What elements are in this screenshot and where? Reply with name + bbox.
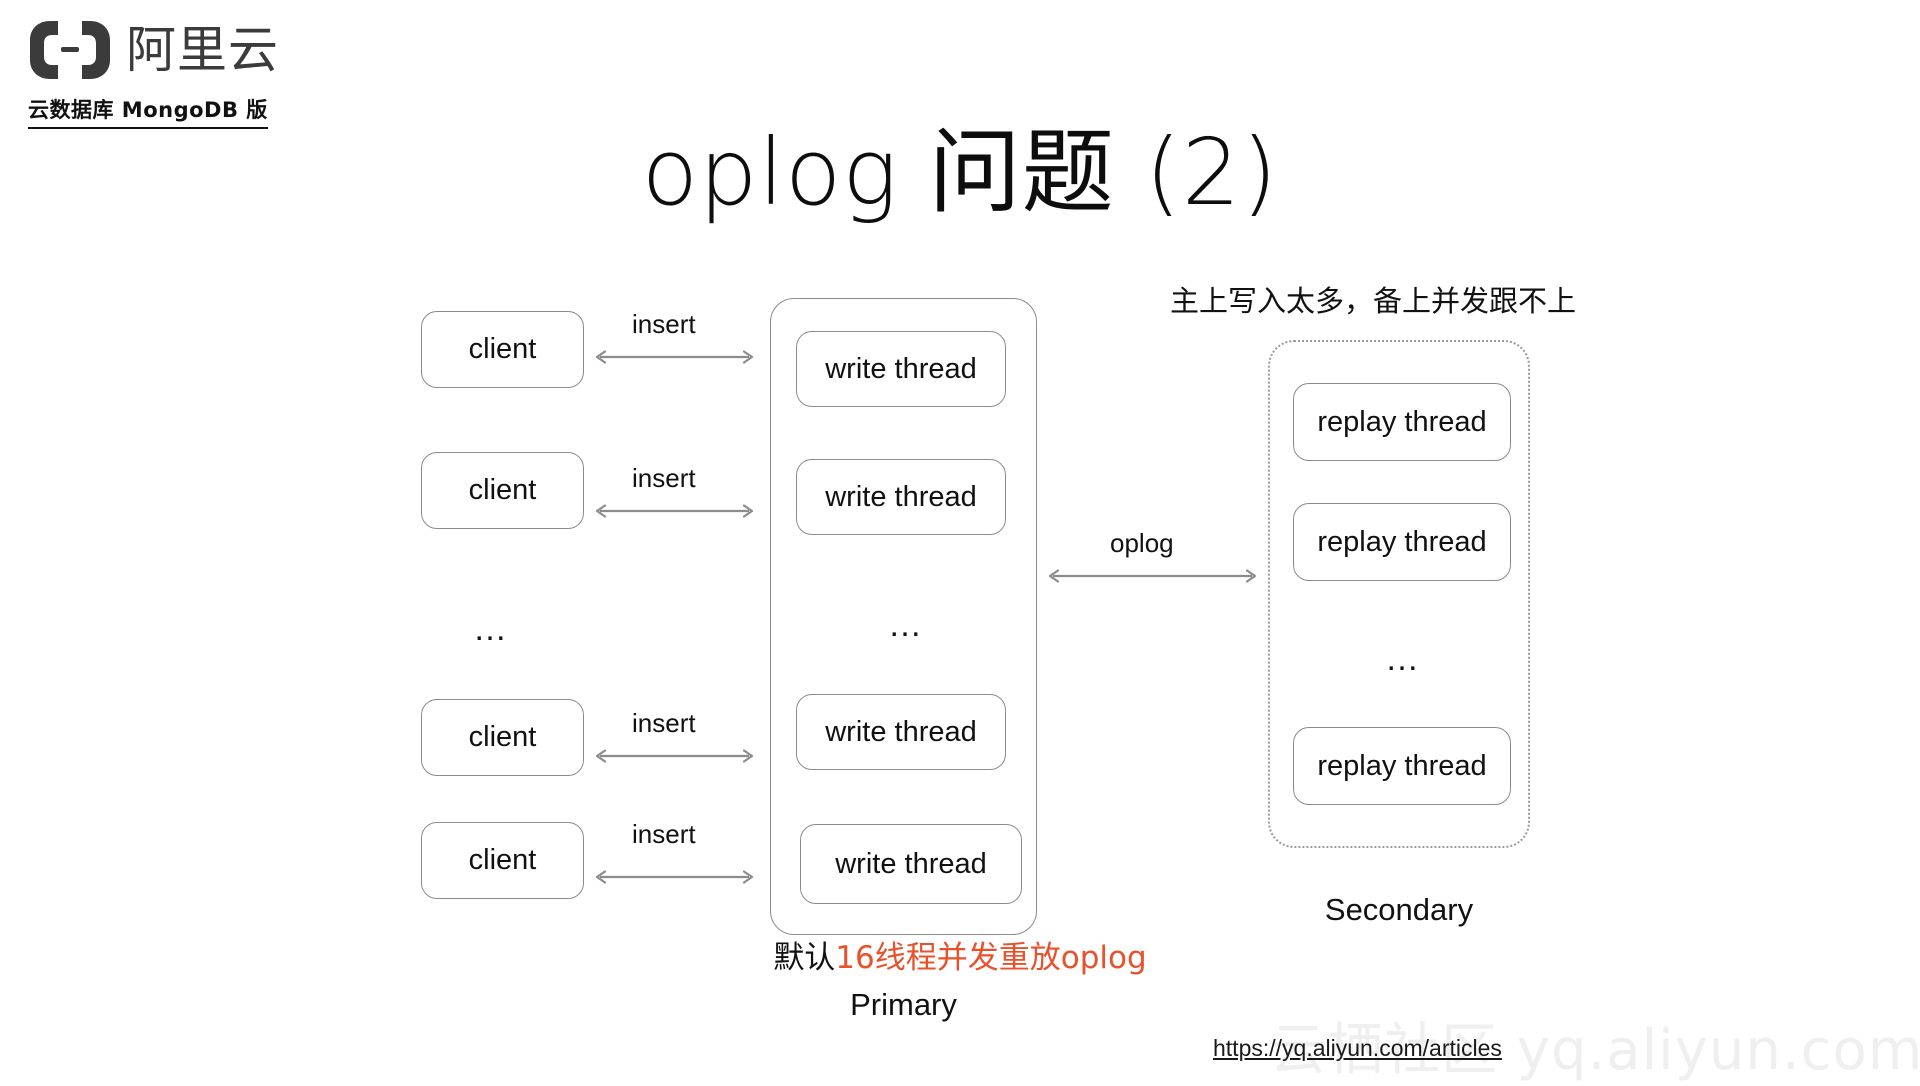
insert-arrow-label: insert — [632, 708, 696, 738]
replay-thread-box: replay thread — [1293, 727, 1511, 805]
oplog-arrow — [1045, 569, 1260, 583]
insert-arrow — [592, 504, 757, 518]
alibaba-cloud-logo-icon — [28, 19, 112, 81]
insert-arrow-label: insert — [632, 819, 696, 849]
brand-subtitle: 云数据库 MongoDB 版 — [28, 94, 268, 129]
client-box: client — [421, 822, 584, 899]
write-thread-box: write thread — [796, 331, 1006, 407]
secondary-label: Secondary — [1324, 892, 1474, 927]
write-thread-ellipsis: … — [888, 606, 924, 644]
oplog-arrow-label: oplog — [1110, 528, 1174, 558]
replay-note-highlight: 16线程并发重放oplog — [835, 940, 1147, 976]
insert-arrow-label: insert — [632, 309, 696, 339]
site-watermark: 云栖社区 yq.aliyun.com — [1270, 1018, 1920, 1083]
write-thread-box: write thread — [796, 459, 1006, 535]
page-title: oplog 问题 (2) — [641, 119, 1279, 226]
primary-label: Primary — [850, 987, 957, 1022]
insert-arrow — [592, 749, 757, 763]
replay-thread-box: replay thread — [1293, 503, 1511, 581]
brand-logo-block: 阿里云 云数据库 MongoDB 版 — [28, 14, 298, 129]
footer-url-link[interactable]: https://yq.aliyun.com/articles — [1213, 1035, 1502, 1061]
logo-row: 阿里云 — [28, 14, 298, 86]
client-box: client — [421, 699, 584, 776]
replay-thread-ellipsis: … — [1385, 640, 1421, 678]
write-thread-box: write thread — [800, 824, 1022, 904]
client-box: client — [421, 311, 584, 388]
client-ellipsis: … — [473, 610, 509, 648]
write-thread-box: write thread — [796, 694, 1006, 770]
brand-name: 阿里云 — [126, 21, 279, 79]
insert-arrow-label: insert — [632, 463, 696, 493]
insert-arrow — [592, 870, 757, 884]
secondary-annotation-note: 主上写入太多，备上并发跟不上 — [1170, 284, 1577, 318]
insert-arrow — [592, 350, 757, 364]
client-box: client — [421, 452, 584, 529]
replay-thread-box: replay thread — [1293, 383, 1511, 461]
replay-note-prefix: 默认 — [773, 940, 836, 976]
replay-thread-note: 默认16线程并发重放oplog — [0, 932, 1920, 977]
